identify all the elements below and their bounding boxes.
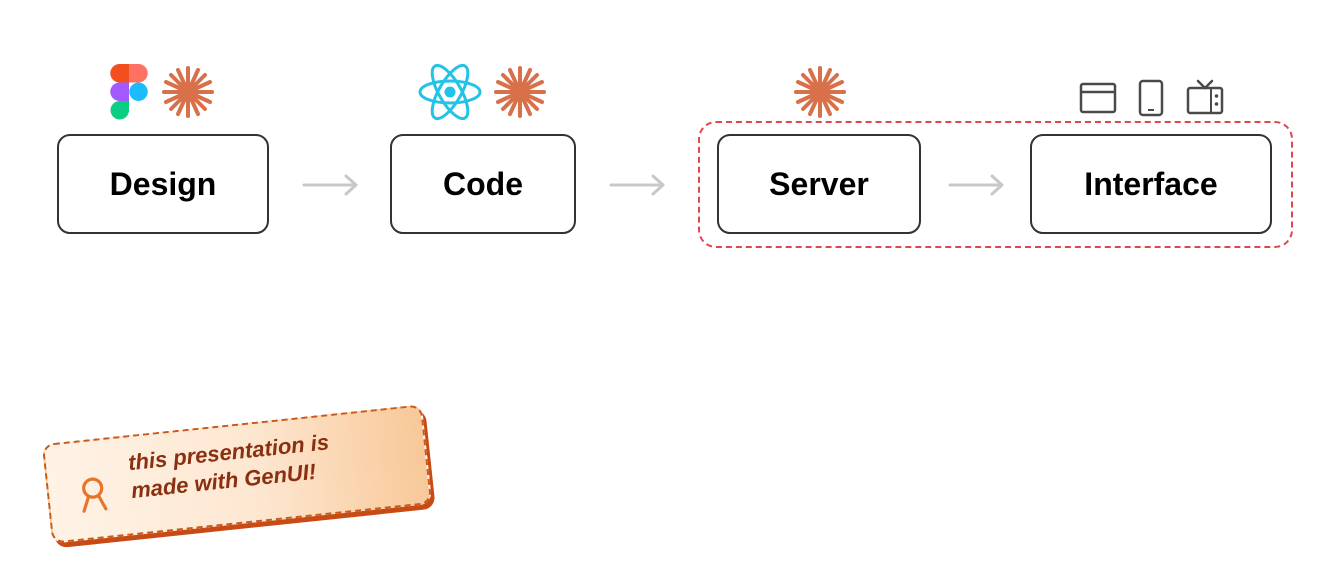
server-node: Server <box>717 134 921 234</box>
mobile-phone-icon <box>1138 79 1164 117</box>
react-logo-icon <box>418 64 482 120</box>
browser-window-icon <box>1079 82 1117 114</box>
claude-asterisk-icon <box>162 66 214 118</box>
code-label: Code <box>443 165 523 202</box>
claude-asterisk-icon <box>494 66 546 118</box>
interface-label: Interface <box>1084 165 1218 202</box>
claude-asterisk-icon <box>794 66 846 118</box>
arrow-server-to-interface <box>948 174 1004 196</box>
sticker-text: this presentation is made with GenUI! <box>127 419 421 505</box>
interface-node: Interface <box>1030 134 1272 234</box>
loop-person-icon <box>82 477 108 513</box>
figma-logo-icon <box>110 64 148 120</box>
genui-sticker: this presentation is made with GenUI! <box>41 404 433 544</box>
server-label: Server <box>769 165 869 202</box>
arrow-code-to-server <box>609 174 665 196</box>
design-node: Design <box>57 134 269 234</box>
server-interface-group <box>698 121 1293 248</box>
tv-icon <box>1186 79 1224 115</box>
design-label: Design <box>109 165 217 202</box>
code-node: Code <box>390 134 576 234</box>
arrow-design-to-code <box>302 174 358 196</box>
